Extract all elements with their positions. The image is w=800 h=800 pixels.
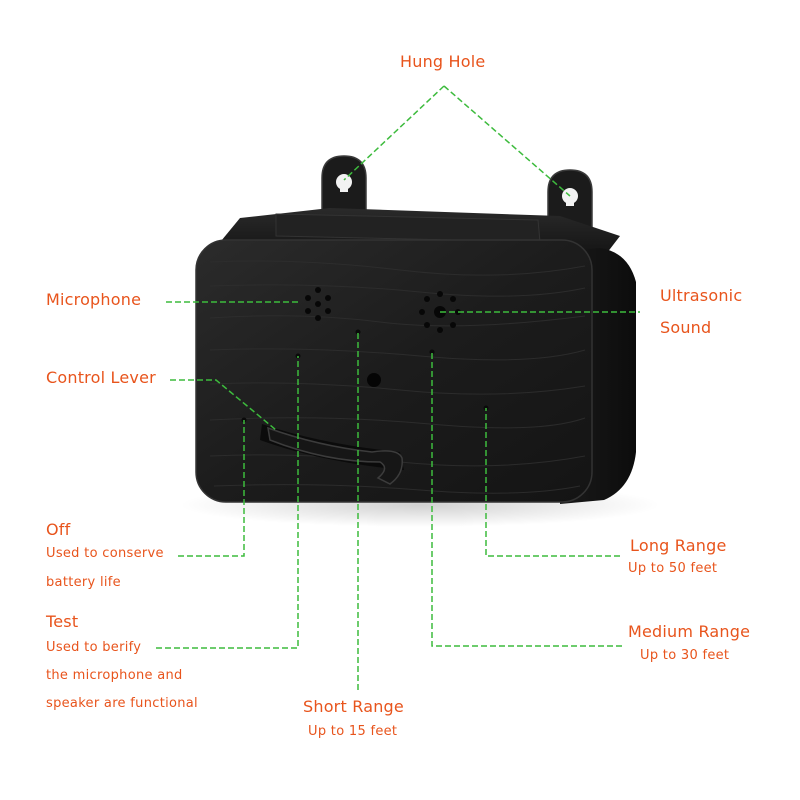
label-off-desc-2: battery life bbox=[46, 575, 121, 590]
label-medium-range: Medium Range bbox=[628, 622, 751, 641]
label-hung-hole: Hung Hole bbox=[400, 52, 486, 71]
leader-off bbox=[178, 420, 245, 557]
label-short-range-desc: Up to 15 feet bbox=[308, 724, 398, 739]
label-long-range-desc: Up to 50 feet bbox=[628, 561, 718, 576]
label-test-desc-1: Used to berify bbox=[46, 640, 142, 655]
label-test: Test bbox=[46, 612, 79, 631]
leader-hung-hole-left bbox=[343, 85, 445, 181]
indicator-hole bbox=[367, 373, 381, 387]
label-test-desc-3: speaker are functional bbox=[46, 696, 198, 711]
leader-control-lever bbox=[170, 379, 277, 431]
label-test-desc-2: the microphone and bbox=[46, 668, 183, 683]
label-long-range: Long Range bbox=[630, 536, 727, 555]
label-short-range: Short Range bbox=[303, 697, 404, 716]
label-off: Off bbox=[46, 520, 71, 539]
label-off-desc-1: Used to conserve bbox=[46, 546, 164, 561]
leader-hung-hole-right bbox=[443, 85, 571, 197]
label-ultrasonic: Ultrasonic bbox=[660, 286, 743, 305]
leader-lines bbox=[156, 85, 640, 690]
label-control-lever: Control Lever bbox=[46, 368, 156, 387]
leader-test bbox=[156, 356, 299, 649]
label-ultrasonic-sound: Sound bbox=[660, 318, 712, 337]
hung-hole-tab-right bbox=[547, 169, 593, 229]
microphone-holes bbox=[305, 287, 331, 321]
control-lever bbox=[267, 426, 403, 485]
label-medium-range-desc: Up to 30 feet bbox=[640, 648, 730, 663]
label-microphone: Microphone bbox=[46, 290, 142, 309]
leader-medium-range bbox=[431, 352, 622, 647]
hung-hole-tab-left bbox=[321, 155, 367, 219]
